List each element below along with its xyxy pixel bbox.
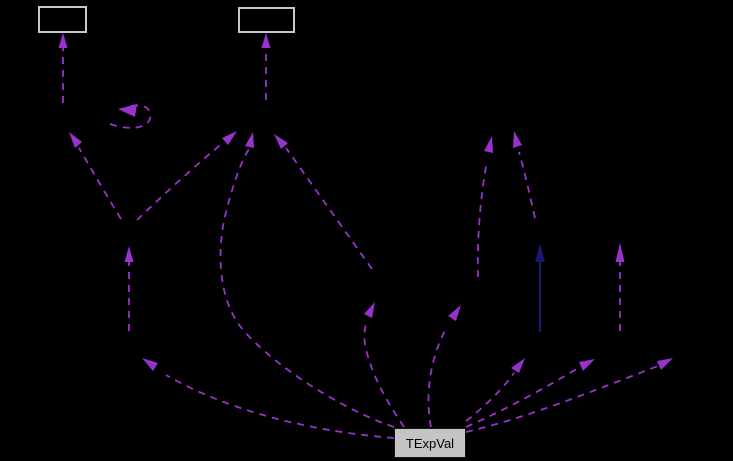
- arrowhead-n1-self-loop: [118, 104, 137, 117]
- class-node-texpval[interactable]: TExpVal: [394, 428, 466, 458]
- edge-texpval-to-n5: [363, 319, 405, 428]
- arrowhead-n2-to-box-top-center: [261, 33, 271, 48]
- arrowhead-texpval-to-n5: [364, 302, 375, 318]
- arrowhead-texpval-to-n8: [511, 358, 525, 373]
- arrowhead-texpval-to-n2: [245, 132, 254, 148]
- edge-n7-to-nt3: [518, 151, 536, 219]
- arrowhead-n3-to-n1: [69, 132, 82, 148]
- arrowhead-n9-to-n11: [615, 243, 625, 262]
- arrowhead-n8-to-n7: [535, 244, 545, 262]
- edge-texpval-to-n10: [465, 365, 659, 433]
- arrowhead-n4-to-n3: [124, 246, 134, 262]
- arrowhead-n5-to-n2: [274, 134, 288, 149]
- edge-texpval-to-n8: [465, 372, 515, 422]
- edge-n3-to-n1: [78, 147, 122, 220]
- edge-n3-to-n2: [136, 141, 225, 221]
- class-node-texpval-label: TExpVal: [405, 435, 455, 451]
- edge-n6-to-nt3: [476, 160, 488, 278]
- arrowhead-texpval-to-n10: [657, 358, 673, 370]
- arrowhead-n3-to-n2: [222, 131, 237, 145]
- edge-texpval-to-n6: [427, 325, 448, 428]
- edge-texpval-to-n2: [219, 148, 395, 428]
- arrowhead-texpval-to-n4: [142, 358, 158, 371]
- arrowhead-texpval-to-n6: [448, 305, 461, 321]
- arrowhead-n6-to-nt3: [484, 136, 493, 153]
- arrowhead-texpval-to-n9: [579, 359, 595, 371]
- arrowhead-n7-to-nt3: [513, 131, 522, 148]
- class-node-top-left[interactable]: [38, 6, 87, 33]
- edge-texpval-to-n9: [465, 366, 581, 428]
- class-node-top-center[interactable]: [238, 7, 295, 33]
- arrowhead-n1-to-box-top-left: [58, 33, 68, 48]
- edge-n5-to-n2: [285, 147, 373, 270]
- edge-texpval-to-n4: [165, 374, 395, 439]
